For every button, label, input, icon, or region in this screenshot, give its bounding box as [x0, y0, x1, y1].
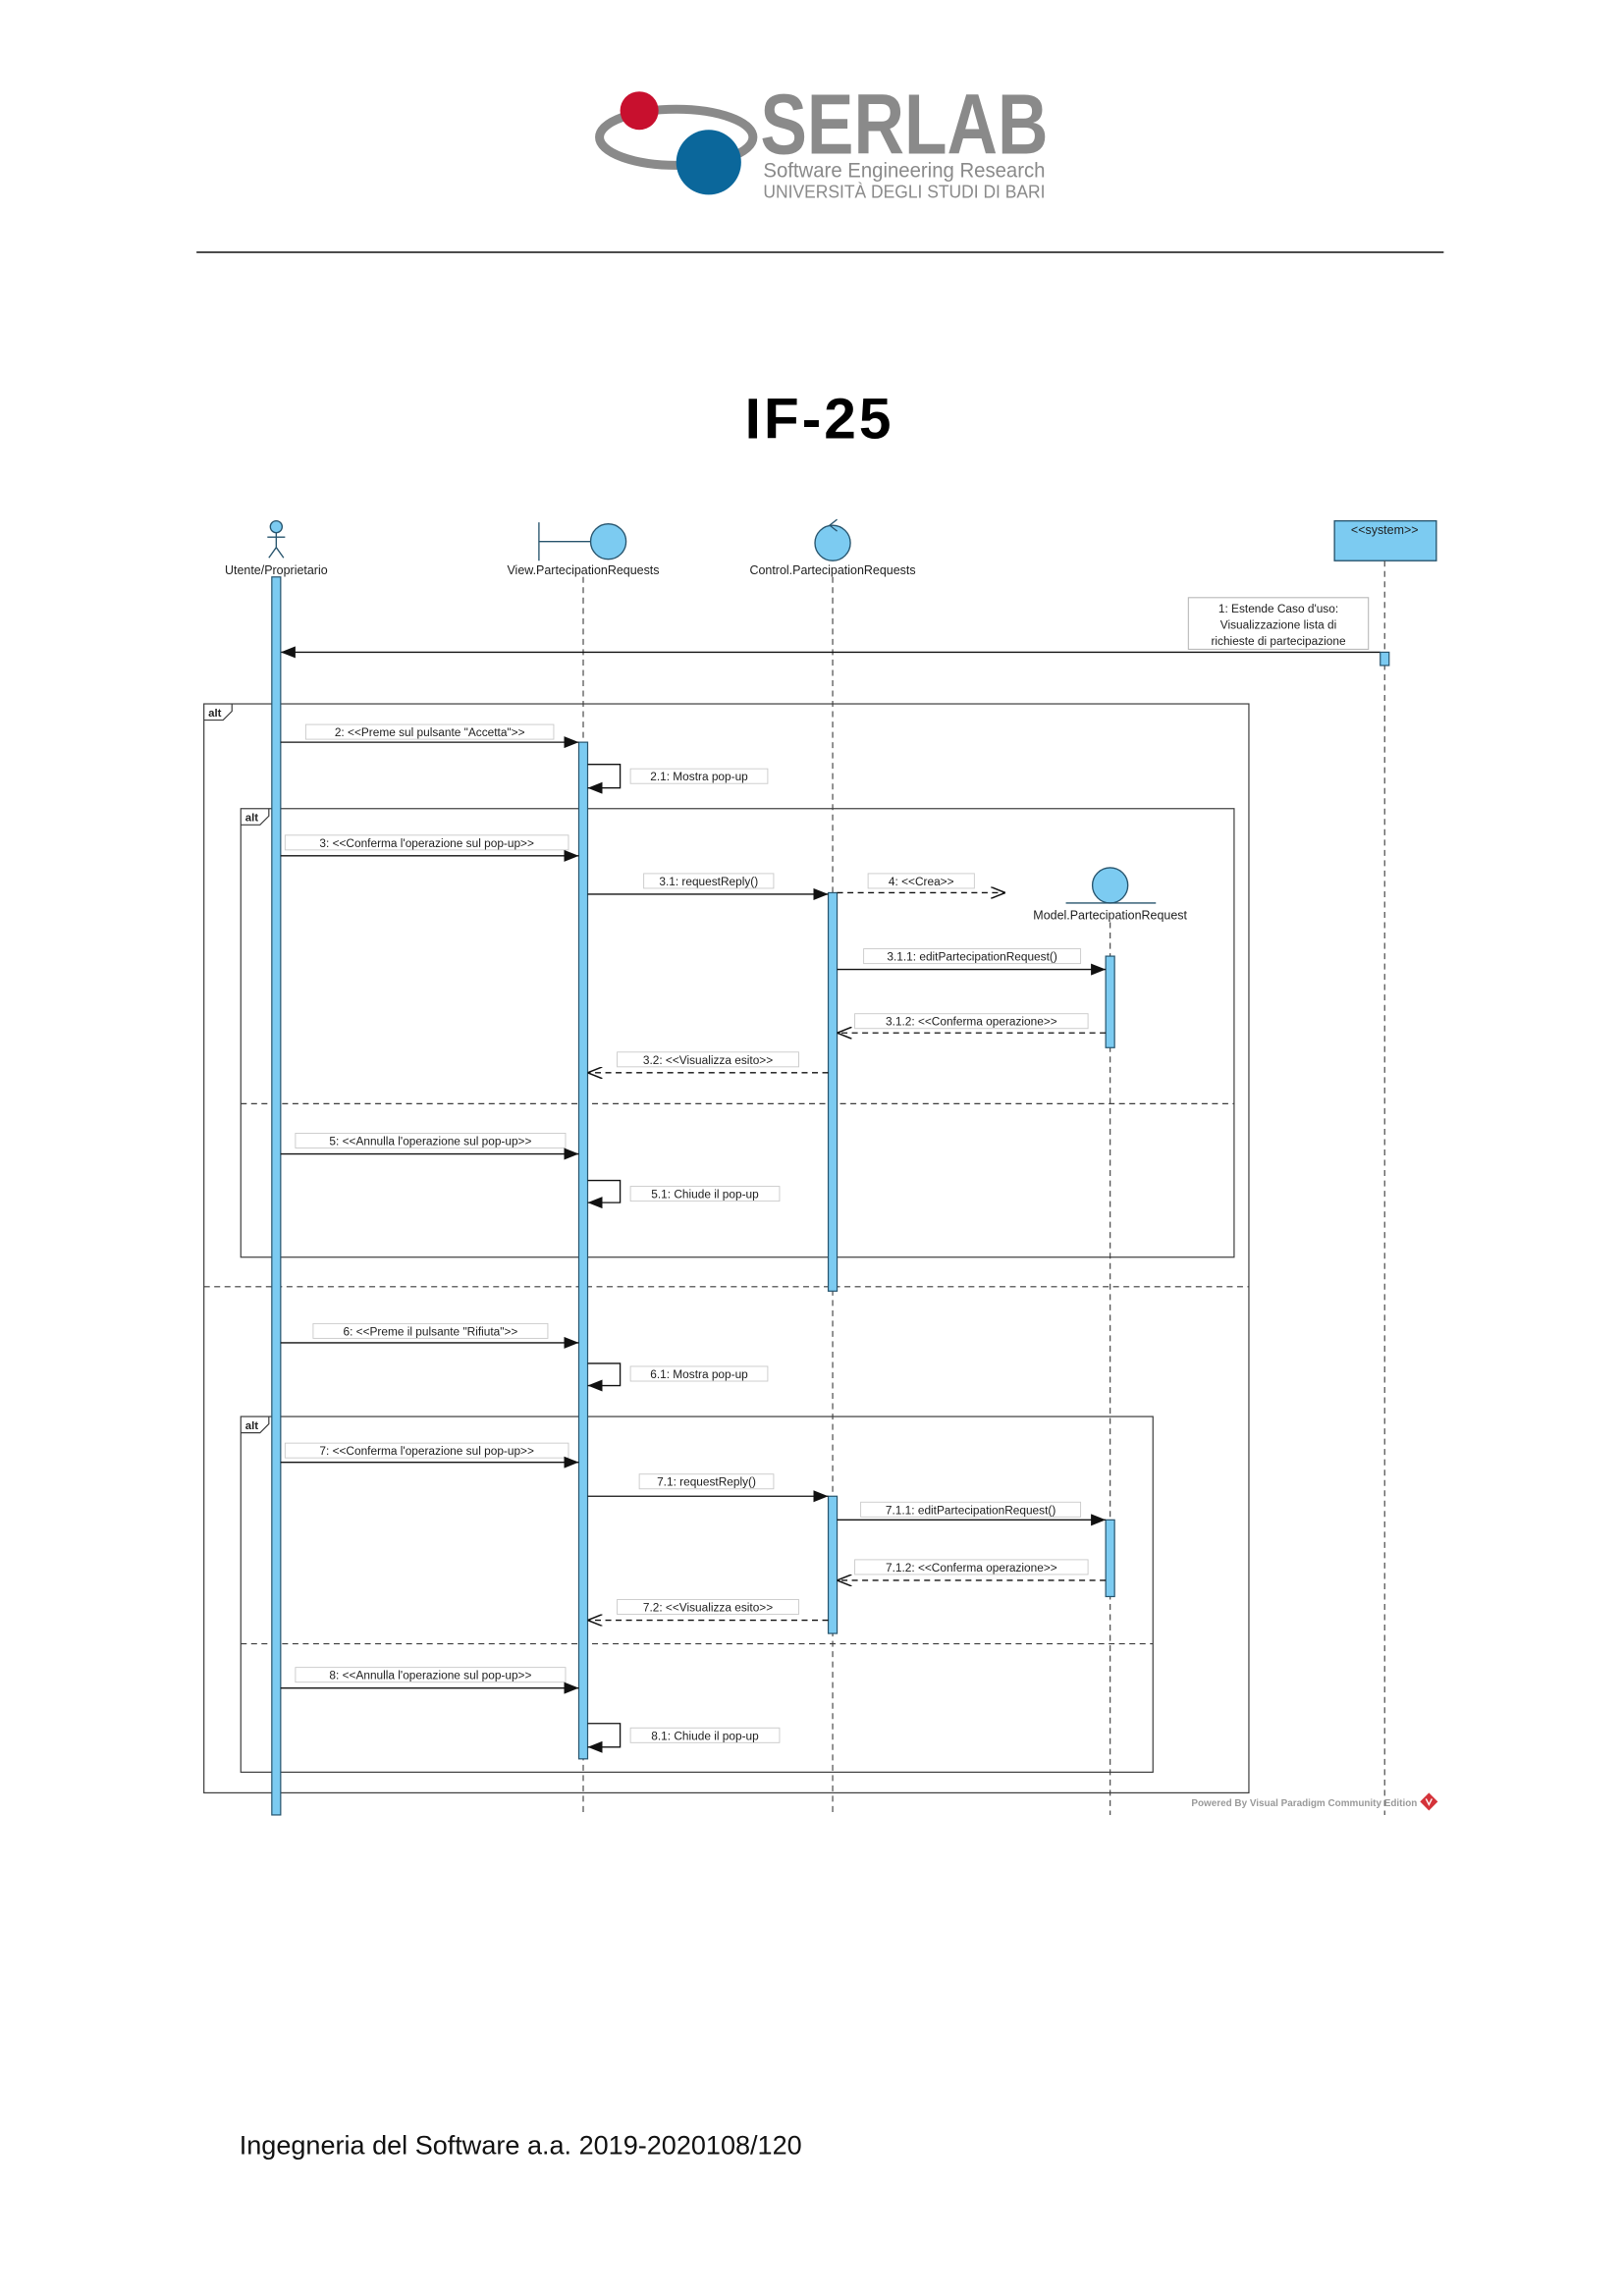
alt-fragment-inner-2: alt [240, 1415, 1154, 1773]
logo-university: UNIVERSITÀ DEGLI STUDI DI BARI [763, 181, 1045, 201]
control-name: Control.PartecipationRequests [749, 563, 915, 577]
message-8: 8: <<Annulla l'operazione sul pop-up>> [280, 1667, 579, 1694]
message-label: 8.1: Chiude il pop-up [651, 1729, 759, 1742]
message-label: 7.1.1: editPartecipationRequest() [886, 1503, 1056, 1517]
message-label: 7: <<Conferma l'operazione sul pop-up>> [319, 1444, 534, 1458]
entity-icon [1065, 867, 1157, 904]
logo-subtitle: Software Engineering Research [763, 159, 1045, 182]
message-2: 2: <<Preme sul pulsante "Accetta">> [280, 723, 579, 749]
watermark-text: Powered By Visual Paradigm Community Edi… [1191, 1798, 1417, 1809]
view-activation-bar [577, 741, 589, 1760]
message-label: 7.1.2: <<Conferma operazione>> [886, 1561, 1057, 1575]
model-activation-bar-2 [1105, 1519, 1115, 1598]
actor-name: Utente/Proprietario [225, 563, 328, 577]
actor-lifeline-head: Utente/Proprietario [225, 519, 328, 577]
message-label: 4: <<Crea>> [889, 875, 954, 888]
logo-red-dot-icon [620, 91, 659, 131]
system-name: <<system>> [1351, 523, 1419, 537]
message-7-1: 7.1: requestReply() [587, 1473, 829, 1503]
note-line-1: 1: Estende Caso d'uso: [1218, 602, 1338, 615]
message-3: 3: <<Conferma l'operazione sul pop-up>> [280, 834, 579, 862]
logo-blue-dot-icon [676, 130, 741, 195]
sequence-diagram: Utente/Proprietario View.PartecipationRe… [203, 518, 1438, 1816]
message-label: 3.1.1: editPartecipationRequest() [887, 950, 1056, 964]
message-3-1-2: 3.1.2: <<Conferma operazione>> [837, 1013, 1107, 1034]
self-call-arrow [587, 1723, 622, 1753]
view-name: View.PartecipationRequests [507, 563, 659, 577]
control-lifeline-head: Control.PartecipationRequests [749, 518, 916, 577]
note-line-3: richieste di partecipazione [1211, 634, 1346, 648]
message-8-1: 8.1: Chiude il pop-up [587, 1723, 781, 1753]
message-7-1-1: 7.1.1: editPartecipationRequest() [837, 1501, 1107, 1526]
model-lifeline-head: Model.PartecipationRequest [1033, 867, 1188, 923]
message-label: 7.1: requestReply() [657, 1475, 756, 1489]
message-7-2: 7.2: <<Visualizza esito>> [587, 1599, 829, 1620]
message-3-1: 3.1: requestReply() [587, 873, 829, 900]
message-3-1-1: 3.1.1: editPartecipationRequest() [837, 948, 1107, 976]
logo-name: SERLAB [760, 77, 1048, 172]
system-lifeline-head: <<system>> [1333, 519, 1437, 561]
message-label: 5: <<Annulla l'operazione sul pop-up>> [329, 1134, 531, 1148]
visual-paradigm-watermark: Powered By Visual Paradigm Community Edi… [1191, 1792, 1438, 1811]
system-box [1333, 519, 1437, 561]
message-5-1: 5.1: Chiude il pop-up [587, 1179, 781, 1209]
message-3-2: 3.2: <<Visualizza esito>> [587, 1051, 829, 1073]
message-1-note: 1: Estende Caso d'uso: Visualizzazione l… [1187, 597, 1370, 650]
message-label: 5.1: Chiude il pop-up [651, 1188, 759, 1201]
serlab-logo: SERLAB Software Engineering Research UNI… [595, 77, 1049, 201]
message-label: 8: <<Annulla l'operazione sul pop-up>> [329, 1669, 531, 1682]
model-activation-bar-1 [1105, 955, 1115, 1048]
message-6-1: 6.1: Mostra pop-up [587, 1362, 769, 1392]
message-label: 3.2: <<Visualizza esito>> [643, 1053, 773, 1067]
control-activation-bar-1 [827, 891, 839, 1292]
message-4: 4: <<Crea>> [837, 873, 1005, 893]
message-label: 3.1.2: <<Conferma operazione>> [886, 1015, 1057, 1029]
alt-label: alt [245, 1420, 259, 1432]
control-activation-bar-2 [827, 1495, 839, 1634]
system-activation-bar [1380, 651, 1390, 667]
note-line-2: Visualizzazione lista di [1220, 617, 1336, 631]
message-label: 3: <<Conferma l'operazione sul pop-up>> [319, 836, 534, 850]
message-label: 3.1: requestReply() [659, 875, 758, 888]
message-6: 6: <<Preme il pulsante "Rifiuta">> [280, 1322, 579, 1349]
logo-orbit-icon [595, 104, 758, 170]
actor-icon [267, 519, 286, 559]
alt-fragment-outer: alt [203, 703, 1250, 1794]
alt-label: alt [208, 708, 222, 720]
self-call-arrow [587, 763, 622, 794]
message-5: 5: <<Annulla l'operazione sul pop-up>> [280, 1133, 579, 1160]
view-lifeline-head: View.PartecipationRequests [507, 522, 660, 577]
message-label: 7.2: <<Visualizza esito>> [643, 1601, 773, 1615]
model-name: Model.PartecipationRequest [1033, 909, 1187, 923]
message-label: 2.1: Mostra pop-up [650, 770, 748, 783]
alt-label: alt [245, 813, 259, 825]
boundary-icon [538, 522, 627, 561]
visual-paradigm-logo-icon [1420, 1792, 1438, 1811]
message-7-1-2: 7.1.2: <<Conferma operazione>> [837, 1559, 1107, 1580]
message-2-1: 2.1: Mostra pop-up [587, 763, 769, 794]
message-label: 2: <<Preme sul pulsante "Accetta">> [335, 725, 525, 739]
message-label: 6: <<Preme il pulsante "Rifiuta">> [343, 1324, 517, 1338]
control-icon [814, 518, 851, 561]
page-footer: Ingegneria del Software a.a. 2019-202010… [240, 2131, 802, 2161]
page-title: IF-25 [745, 387, 894, 451]
alt-fragment-inner-1: alt [240, 808, 1235, 1258]
message-7: 7: <<Conferma l'operazione sul pop-up>> [280, 1442, 579, 1468]
message-label: 6.1: Mostra pop-up [650, 1367, 748, 1381]
self-call-arrow [587, 1362, 622, 1392]
self-call-arrow [587, 1179, 622, 1209]
actor-activation-bar [271, 576, 282, 1816]
